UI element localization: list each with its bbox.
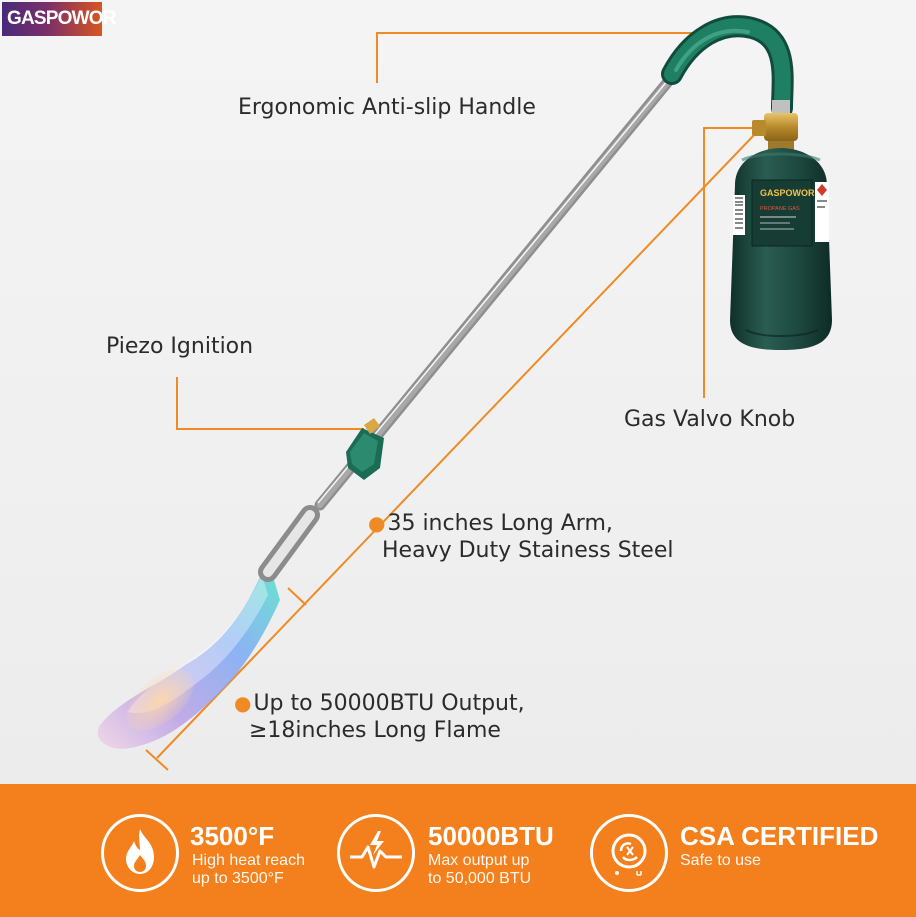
flame-spec: ●Up to 50000BTU Output, [234,689,525,718]
feature-heat-sub2: up to 3500°F [192,870,284,887]
feature-heat-sub1: High heat reach [192,852,305,869]
flame-icon [101,814,179,892]
svg-text:PROPANE GAS: PROPANE GAS [760,206,800,212]
brand-logo: GASPOWOR [2,2,116,36]
dimension-line [156,132,757,759]
brand-logo-text: GASPOWOR [7,8,116,29]
dimension-tick-mid [287,587,307,606]
feature-heat-title: 3500°F [190,821,275,851]
feature-csa-title: CSA CERTIFIED [680,821,879,851]
knob-leader [703,127,752,398]
handle-label: Ergonomic Anti-slip Handle [238,95,536,120]
lightning-wave-icon [337,814,415,892]
steel-arm [314,66,682,511]
gas-valve [752,100,798,151]
piezo-igniter [346,418,384,480]
propane-tank: GASPOWOR PROPANE GAS [730,148,832,350]
arm-spec: ●35 inches Long Arm, [368,509,613,538]
flame-spec-line1: Up to 50000BTU Output, [253,691,525,716]
flame [97,560,280,749]
feature-btu-title: 50000BTU [428,821,554,851]
bullet-icon: ● [234,691,252,715]
leader-lines [145,32,757,771]
csa-certification-icon [590,814,668,892]
flame-spec-line2: ≥18inches Long Flame [249,718,501,743]
arm-spec-line1: 35 inches Long Arm, [387,511,613,536]
knob-label: Gas Valvo Knob [624,407,796,432]
feature-btu-sub2: to 50,000 BTU [428,870,532,887]
feature-btu-sub1: Max output up [428,852,530,869]
ignition-leader [176,377,364,430]
ignition-label: Piezo Ignition [106,334,254,359]
handle-hose [661,15,794,119]
bullet-icon: ● [368,511,386,535]
svg-text:GASPOWOR: GASPOWOR [760,188,815,198]
nozzle [258,505,320,582]
feature-banner: 3500°F High heat reach up to 3500°F 5000… [0,784,916,917]
handle-leader [376,32,705,83]
dimension-tick-end [145,749,169,771]
arm-spec-line2: Heavy Duty Stainess Steel [382,538,674,563]
feature-csa-sub1: Safe to use [680,852,761,869]
